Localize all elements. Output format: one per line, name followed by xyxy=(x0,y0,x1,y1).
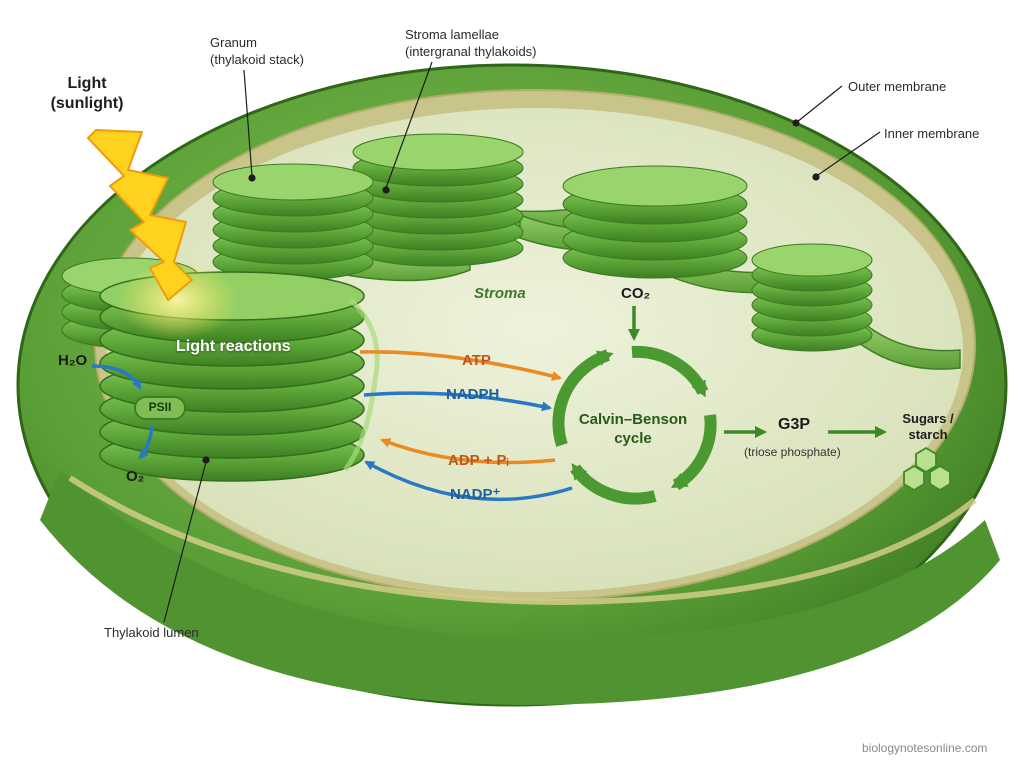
g3p-subtitle: (triose phosphate) xyxy=(744,445,841,459)
atp-arrow xyxy=(359,350,562,381)
cutaway-lower-wall xyxy=(40,470,1000,705)
psii-badge: PSII xyxy=(134,396,186,420)
stroma-lamellae-title: Stroma lamellae xyxy=(405,27,499,42)
light-label: Light (sunlight) xyxy=(40,74,134,114)
o2-label: O₂ xyxy=(126,468,145,485)
hexagon-molecule-icon xyxy=(903,446,951,492)
calvin-cycle-ring xyxy=(552,345,717,505)
co2-label: CO₂ xyxy=(621,285,651,302)
granum-back-stacks xyxy=(61,133,873,352)
sugars-line2: starch xyxy=(908,427,948,442)
inner-membrane-label: Inner membrane xyxy=(884,126,980,141)
nadph-arrow xyxy=(363,391,552,412)
nadph-label: NADPH xyxy=(446,386,500,403)
calvin-cycle-line1: Calvin–Benson xyxy=(578,411,688,428)
light-reactions-label: Light reactions xyxy=(176,338,291,355)
lightning-bolt-icon xyxy=(87,129,193,301)
adp-pi-label: ADP + Pᵢ xyxy=(448,452,509,469)
sugars-label: Sugars / starch xyxy=(896,411,960,443)
calvin-cycle-line2: cycle xyxy=(614,430,652,447)
nadp-plus-label: NADP⁺ xyxy=(450,486,501,503)
outer-membrane-label: Outer membrane xyxy=(848,79,947,94)
calvin-cycle-label: Calvin–Benson cycle xyxy=(570,410,696,448)
atp-label: ATP xyxy=(462,352,491,369)
h2o-label: H₂O xyxy=(58,352,88,369)
light-title: Light xyxy=(67,75,107,92)
granum-subtitle: (thylakoid stack) xyxy=(210,52,304,67)
h2o-arrow xyxy=(91,364,142,390)
granum-title: Granum xyxy=(210,35,257,50)
o2-arrow xyxy=(138,425,154,460)
g3p-label: G3P xyxy=(778,416,811,433)
light-subtitle: (sunlight) xyxy=(50,95,124,112)
leader-lines xyxy=(163,61,881,623)
thylakoid-lumen-label: Thylakoid lumen xyxy=(104,625,199,640)
stroma-lamellae-label: Stroma lamellae (intergranal thylakoids) xyxy=(405,26,537,60)
stroma-label: Stroma xyxy=(474,285,526,302)
adp-arrow xyxy=(380,438,556,465)
sugars-line1: Sugars / xyxy=(902,411,954,426)
granum-label: Granum (thylakoid stack) xyxy=(210,34,304,68)
credit-text: biologynotesonline.com xyxy=(862,741,988,755)
stroma-lamellae-subtitle: (intergranal thylakoids) xyxy=(405,44,537,59)
nadp-arrow xyxy=(364,460,573,502)
